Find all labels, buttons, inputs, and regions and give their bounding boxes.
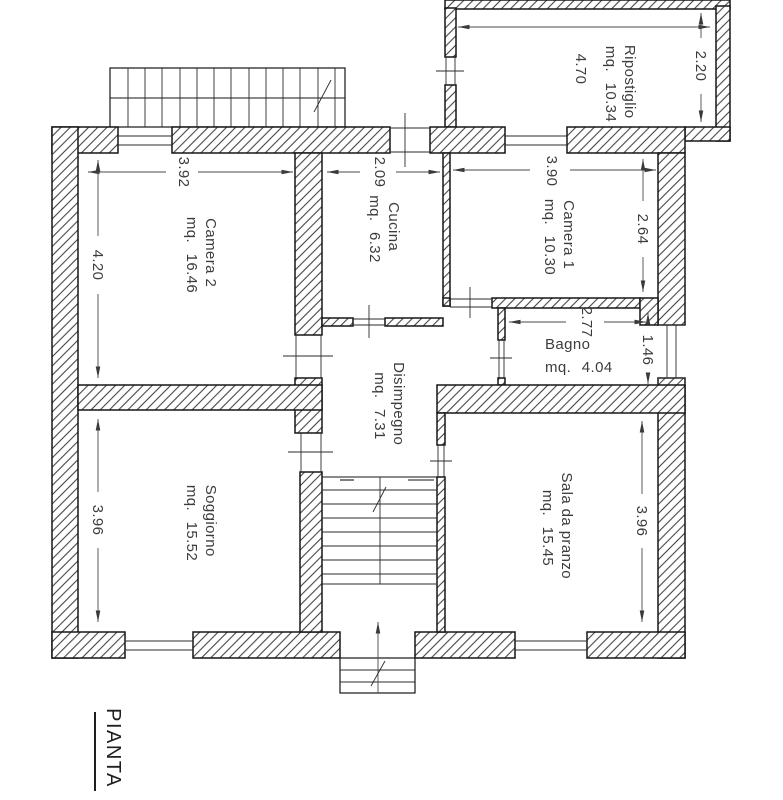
room-label-cucina: Cucina mq. 6.32 — [366, 195, 402, 263]
dim-label: 4.20 — [89, 250, 106, 281]
dim-label: 3.96 — [633, 506, 650, 537]
door-cucina — [353, 305, 385, 338]
plan-title-block: PIANTA — [94, 708, 124, 791]
wall-bagno-left-upper — [497, 307, 506, 341]
door-camera1 — [450, 287, 492, 318]
stairs-top-treads — [127, 68, 336, 127]
wall-top-3 — [429, 126, 506, 154]
dim-label: 4.70 — [572, 54, 589, 85]
dim-label: 3.96 — [89, 505, 106, 536]
dimension-lines: 4.70 2.20 3.92 4.20 2.09 3.90 — [88, 13, 710, 622]
entry-steps — [339, 622, 416, 694]
wall-annex-bottom-right — [684, 126, 731, 142]
dim-label: 3.90 — [543, 156, 560, 187]
door-bagno — [490, 340, 512, 378]
wall-cucina-camera1 — [442, 152, 451, 307]
entry-steps-direction-slash — [370, 660, 386, 687]
wall-bagno-pillar — [639, 297, 659, 326]
window-top-left — [118, 135, 172, 146]
dim-bagno-depth: 1.46 — [639, 313, 656, 384]
dim-cucina-width: 2.09 — [327, 157, 440, 188]
wall-camera1-bottom — [491, 297, 641, 309]
wall-right-upper — [657, 152, 686, 326]
room-label-disimpegno: Disimpegno mq. 7.31 — [371, 362, 407, 450]
wall-stairwell-right — [436, 476, 446, 633]
plan-title: PIANTA — [102, 708, 124, 788]
dim-label: 2.09 — [371, 157, 388, 188]
room-labels: Ripostiglio mq. 10.34 Camera 2 mq. 16.46… — [183, 45, 638, 583]
wall-sala-left-stub — [436, 412, 446, 446]
wall-bagno-left-stub — [497, 377, 506, 386]
wall-bottom-4 — [586, 631, 686, 659]
wall-cucina-bottom-2 — [384, 317, 444, 327]
wall-annex-right — [715, 5, 731, 142]
wall-left — [51, 126, 79, 659]
wall-camera2-soggiorno — [77, 384, 323, 411]
room-label-bagno: Bagno mq. 4.04 — [545, 336, 613, 376]
dim-ripostiglio-depth: 2.20 — [692, 13, 709, 122]
wall-bottom-3 — [414, 631, 516, 659]
stairs-top — [109, 67, 346, 128]
room-label-sala: Sala da pranzo mq. 15.45 — [539, 472, 575, 583]
room-label-camera1: Camera 1 mq. 10.30 — [541, 199, 577, 275]
walls — [51, 0, 731, 659]
window-soggiorno-bottom — [125, 640, 193, 651]
dim-sala-depth: 3.96 — [633, 421, 650, 622]
dim-soggiorno-depth: 3.96 — [89, 419, 106, 622]
wall-annex-left-lower — [444, 84, 457, 128]
wall-soggiorno-right — [299, 471, 323, 633]
windows — [118, 135, 685, 651]
dim-label: 2.64 — [634, 214, 651, 245]
dim-camera2-depth: 4.20 — [89, 160, 106, 378]
window-sala-bottom — [515, 640, 587, 651]
wall-annex-left-upper — [444, 7, 457, 58]
wall-bagno-sala — [436, 384, 686, 414]
window-camera1-top — [505, 135, 567, 146]
wall-bottom-1 — [51, 631, 126, 659]
dim-ripostiglio-width: 4.70 — [458, 24, 710, 85]
door-entry-top — [390, 113, 430, 167]
wall-top-2 — [171, 126, 391, 154]
dim-bagno-width: 2.77 — [509, 307, 646, 338]
dim-label: 3.92 — [175, 157, 192, 188]
dim-label: 2.77 — [578, 307, 595, 338]
door-camera2 — [283, 335, 333, 378]
dim-label: 2.20 — [692, 51, 709, 82]
stairs-internal-direction-slash — [372, 486, 387, 513]
wall-bottom-2 — [192, 631, 341, 659]
stairs-internal-treads — [322, 489, 437, 585]
wall-top-4 — [566, 126, 686, 154]
dim-camera2-width: 3.92 — [88, 157, 293, 188]
wall-annex-top — [444, 0, 731, 10]
room-label-ripostiglio: Ripostiglio mq. 10.34 — [602, 45, 638, 123]
stairs-internal — [322, 476, 437, 585]
door-soggiorno — [288, 433, 333, 472]
dim-label: 1.46 — [639, 335, 656, 366]
room-label-soggiorno: Soggiorno mq. 15.52 — [183, 485, 219, 562]
wall-camera1-bottom-corner — [442, 297, 451, 307]
wall-camera2-right — [294, 152, 323, 336]
dim-camera1-depth: 2.64 — [634, 159, 651, 292]
stairs-top-direction-slash — [313, 79, 332, 113]
window-bagno-right — [658, 324, 685, 379]
wall-right-lower — [657, 377, 686, 659]
door-sala — [430, 445, 452, 477]
wall-cucina-bottom-1 — [321, 317, 354, 327]
door-annex — [436, 57, 464, 85]
doors — [283, 57, 512, 477]
room-label-camera2: Camera 2 mq. 16.46 — [183, 217, 219, 293]
